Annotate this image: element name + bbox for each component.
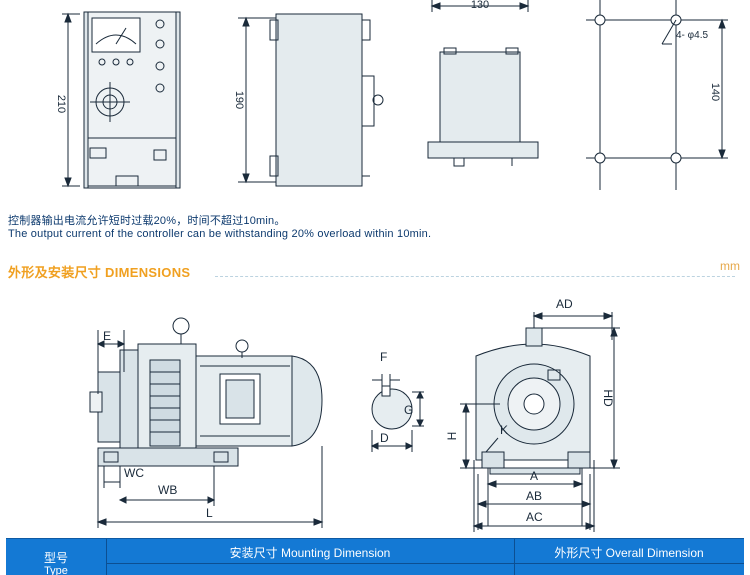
- motor-dimension-drawings: E WC WB L F G D AD HD H K A AB AC: [89, 297, 620, 532]
- dim-130-label: 130: [471, 0, 489, 11]
- controller-drawings: 210 190 130 4- φ4.5 140: [55, 0, 728, 190]
- overload-note-chinese: 控制器输出电流允许短时过载20%，时间不超过10min。: [8, 215, 286, 227]
- overload-note-english: The output current of the controller can…: [8, 228, 432, 240]
- type-header-en: Type: [44, 565, 68, 575]
- dimension-table-header: 型号 Type 安装尺寸 Mounting Dimension 外形尺寸 Ove…: [6, 538, 744, 575]
- table-divider: [514, 539, 515, 575]
- dim-ad-label: AD: [556, 297, 573, 311]
- dim-a-label: A: [530, 469, 538, 483]
- dim-holes-label: 4- φ4.5: [676, 30, 708, 41]
- dim-d-label: D: [380, 431, 389, 445]
- dim-ac-label: AC: [526, 510, 543, 524]
- dim-k-label: K: [500, 423, 508, 437]
- section-divider: [215, 276, 735, 277]
- dim-hd-label: HD: [601, 389, 615, 407]
- section-title: 外形及安装尺寸 DIMENSIONS: [8, 265, 191, 280]
- dim-h-label: H: [445, 432, 459, 441]
- type-header-cn: 型号: [43, 551, 68, 565]
- dim-f-label: F: [380, 350, 387, 364]
- unit-label: mm: [720, 259, 740, 273]
- dim-g-label: G: [404, 403, 413, 417]
- mounting-header: 安装尺寸 Mounting Dimension: [229, 546, 391, 560]
- dim-wc-label: WC: [124, 466, 144, 480]
- dim-e-label: E: [103, 329, 111, 343]
- dim-ab-label: AB: [526, 489, 542, 503]
- table-divider: [106, 563, 744, 564]
- table-divider: [106, 539, 107, 575]
- dim-210-label: 210: [55, 95, 67, 113]
- dim-190-label: 190: [233, 91, 245, 109]
- dim-l-label: L: [206, 506, 213, 520]
- overall-header: 外形尺寸 Overall Dimension: [554, 546, 704, 560]
- dim-wb-label: WB: [158, 483, 177, 497]
- dim-140-label: 140: [709, 83, 721, 101]
